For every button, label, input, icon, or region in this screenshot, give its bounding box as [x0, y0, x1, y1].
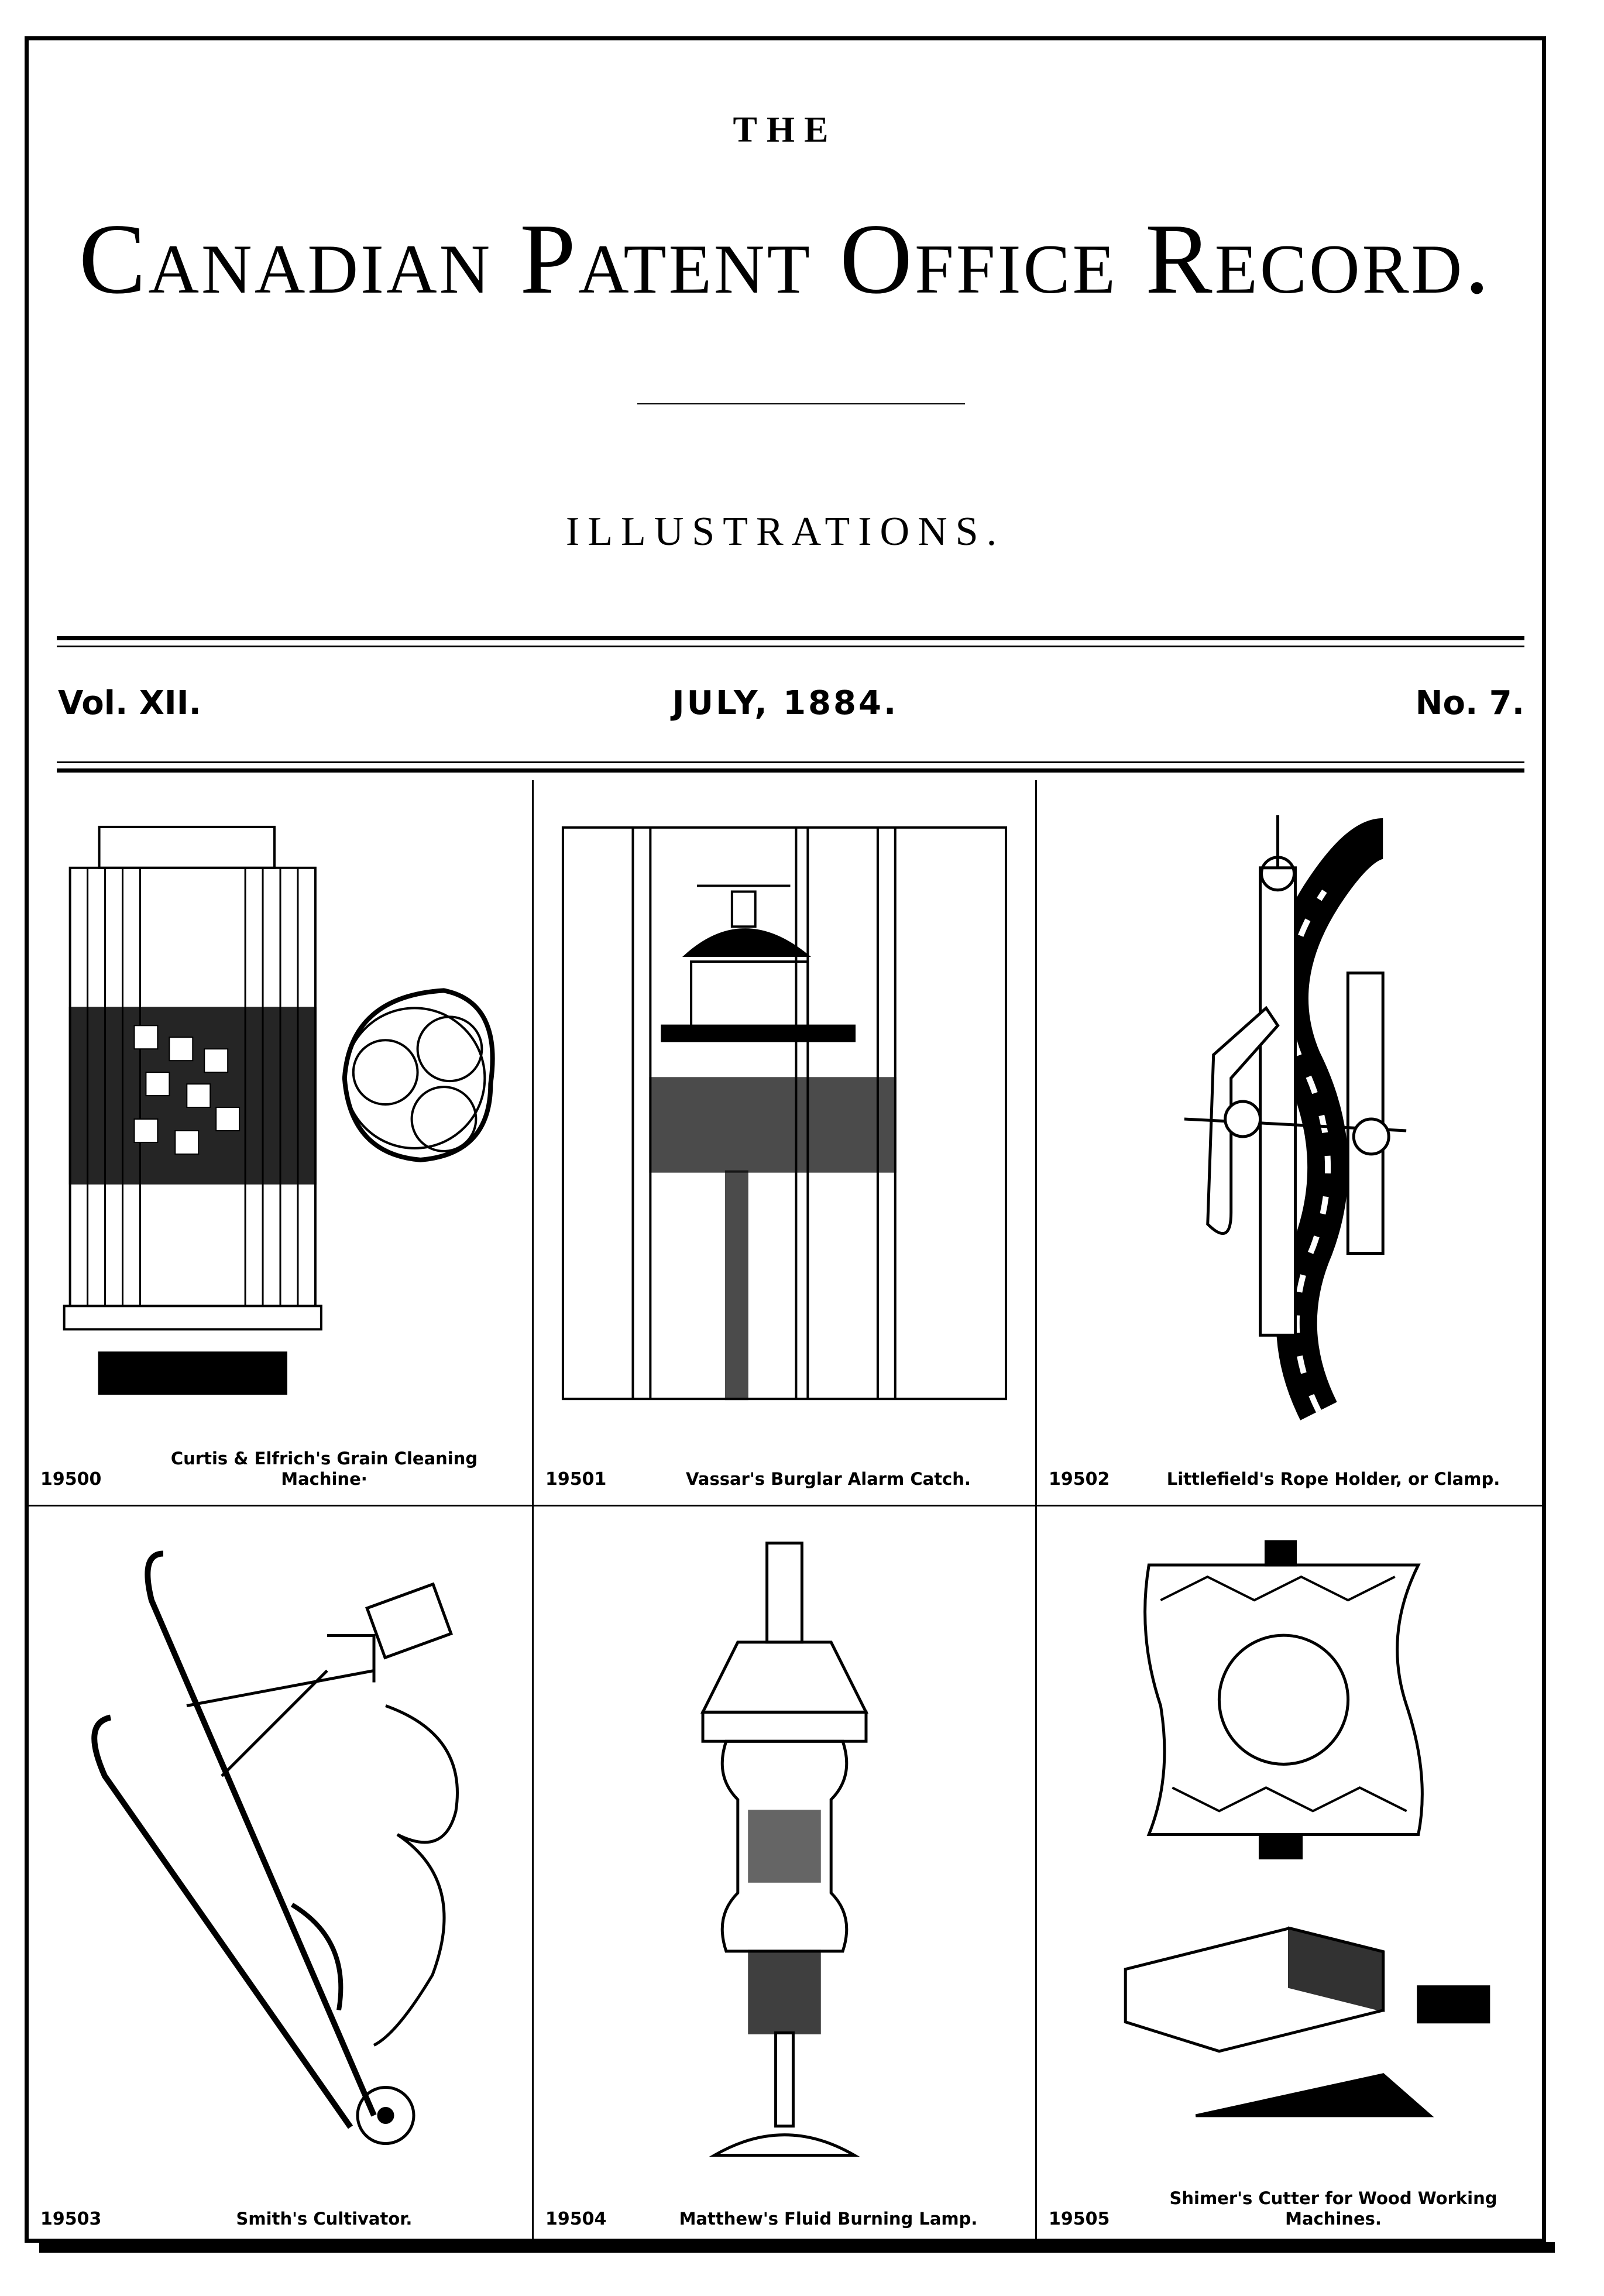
patent-number: 19503: [40, 2209, 102, 2229]
illustration-panel-rope-holder: 19502 Littlefield's Rope Holder, or Clam…: [1035, 780, 1542, 1505]
masthead-kicker: THE: [733, 110, 838, 150]
lamp-drawing: [551, 1530, 1018, 2174]
patent-title: Smith's Cultivator.: [236, 2209, 413, 2229]
illustration-grid: 19500 Curtis & Elfrich's Grain Cleaning …: [29, 780, 1542, 2244]
issue-date: JULY, 1884.: [672, 684, 899, 722]
double-rule-top: [57, 636, 1524, 640]
title-rule: [637, 403, 965, 404]
caption-19502: 19502 Littlefield's Rope Holder, or Clam…: [1049, 1469, 1530, 1490]
caption-19503: 19503 Smith's Cultivator.: [40, 2209, 520, 2229]
journal-page: THE Canadian Patent Office Record. ILLUS…: [25, 36, 1555, 2253]
patent-title: Curtis & Elfrich's Grain Cleaning Machin…: [170, 1449, 478, 1490]
illustration-panel-cultivator: 19503 Smith's Cultivator.: [29, 1505, 532, 2244]
patent-number: 19504: [545, 2209, 607, 2229]
patent-title: Vassar's Burglar Alarm Catch.: [686, 1469, 971, 1490]
double-rule-bottom: [57, 768, 1524, 773]
patent-title: Shimer's Cutter for Wood Working Machine…: [1169, 2188, 1497, 2229]
caption-19504: 19504 Matthew's Fluid Burning Lamp.: [545, 2209, 1023, 2229]
cutter-drawing: [1055, 1530, 1524, 2174]
patent-title: Littlefield's Rope Holder, or Clamp.: [1166, 1469, 1500, 1490]
patent-number: 19501: [545, 1469, 607, 1490]
masthead-title: Canadian Patent Office Record.: [78, 204, 1492, 315]
illustration-panel-alarm-catch: 19501 Vassar's Burglar Alarm Catch.: [532, 780, 1035, 1505]
section-heading: ILLUSTRATIONS.: [565, 509, 1005, 554]
illustration-panel-grain-cleaner: 19500 Curtis & Elfrich's Grain Cleaning …: [29, 780, 532, 1505]
illustration-panel-cutter: 19505 Shimer's Cutter for Wood Working M…: [1035, 1505, 1542, 2244]
alarm-catch-drawing: [551, 804, 1018, 1434]
illustration-panel-lamp: 19504 Matthew's Fluid Burning Lamp.: [532, 1505, 1035, 2244]
patent-number: 19500: [40, 1469, 102, 1490]
volume-label: Vol. XII.: [58, 684, 201, 722]
patent-number: 19505: [1049, 2209, 1110, 2229]
patent-title: Matthew's Fluid Burning Lamp.: [679, 2209, 978, 2229]
grain-cleaner-drawing: [46, 804, 514, 1434]
cultivator-drawing: [46, 1530, 514, 2174]
caption-19505: 19505 Shimer's Cutter for Wood Working M…: [1049, 2188, 1530, 2229]
caption-19501: 19501 Vassar's Burglar Alarm Catch.: [545, 1469, 1023, 1490]
issue-number: No. 7.: [1415, 684, 1524, 722]
double-rule-bottom-inner: [57, 761, 1524, 763]
caption-19500: 19500 Curtis & Elfrich's Grain Cleaning …: [40, 1449, 520, 1490]
double-rule-top-inner: [57, 646, 1524, 647]
patent-number: 19502: [1049, 1469, 1110, 1490]
rope-holder-drawing: [1055, 804, 1524, 1434]
